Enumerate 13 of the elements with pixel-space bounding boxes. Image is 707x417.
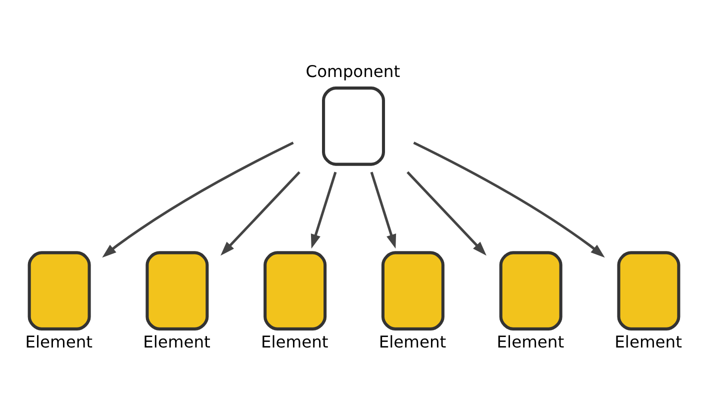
arrow (310, 172, 337, 249)
node-label: Element (378, 332, 446, 352)
node-label: Element (614, 332, 682, 352)
arrow (102, 142, 294, 258)
node-label: Element (496, 332, 564, 352)
arrow (406, 171, 486, 256)
node-label: Element (143, 332, 210, 352)
node-label: Component (306, 62, 400, 82)
arrow (413, 142, 605, 258)
node-label: Element (261, 332, 328, 352)
arrow (370, 172, 396, 249)
arrow (220, 171, 300, 256)
node-label: Element (25, 332, 93, 352)
